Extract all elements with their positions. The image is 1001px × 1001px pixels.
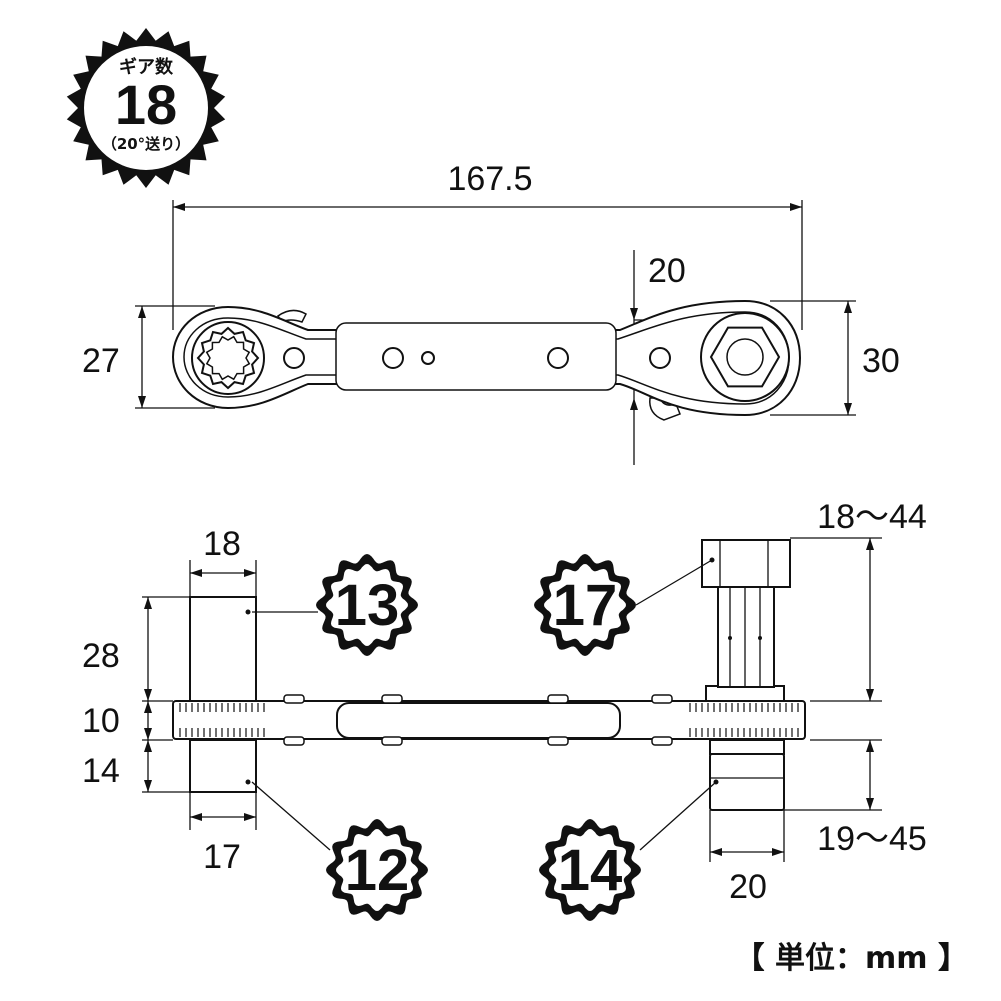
left-socket-lower-marker	[245, 779, 251, 785]
left-height-arrows	[138, 306, 146, 408]
badge-value: 18	[115, 73, 177, 136]
socket-badge-12: 12	[326, 819, 428, 921]
side-center-bar	[336, 702, 621, 739]
gear-teeth	[179, 703, 799, 737]
length-label: 167.5	[447, 160, 532, 198]
socket-14-label: 14	[558, 838, 623, 903]
left-socket-height-top-label: 28	[82, 637, 120, 675]
badge-bottom-label: （20°送り）	[102, 135, 190, 153]
top-view: 167.5 20 27 30	[82, 160, 900, 465]
leader-17	[635, 559, 713, 606]
rivet-head-top-2	[381, 694, 403, 704]
side-view: 18 28 10 14 17 18～44 19～45 20	[82, 498, 927, 906]
right-socket-lower	[709, 753, 785, 811]
socket-13-label: 13	[335, 573, 400, 638]
gear-count-badge: ギア数 18 （20°送り）	[66, 28, 226, 188]
socket-badge-inner	[544, 564, 626, 646]
right-hex-bore	[726, 338, 764, 376]
rivet-center-right	[547, 347, 569, 369]
left-socket-upper-marker	[245, 609, 251, 615]
rivet-center-left	[382, 347, 404, 369]
left-height-stack-arrows	[144, 597, 152, 792]
socket-12-label: 12	[345, 838, 410, 903]
left-socket-upper	[189, 596, 257, 702]
rivet-head-bottom-4	[651, 736, 673, 746]
bolt-shaft	[717, 584, 775, 688]
badge-top-label: ギア数	[119, 56, 174, 78]
left-head-height-label: 27	[82, 342, 120, 380]
rivet-head-bottom-2	[381, 736, 403, 746]
right-lower-collar	[709, 739, 785, 755]
left-socket-lower	[189, 739, 257, 793]
left-socket-height-bottom-label: 14	[82, 752, 120, 790]
left-12-point-inner	[205, 335, 251, 381]
socket-badge-inner	[326, 564, 408, 646]
rivet-head-bottom-3	[547, 736, 569, 746]
bolt-dot-1	[728, 636, 732, 640]
pin-hole	[421, 351, 435, 365]
rivet-right	[649, 347, 671, 369]
right-head-offset-label: 20	[648, 252, 686, 290]
socket-badge-14: 14	[539, 819, 641, 921]
center-shaft-plate	[335, 322, 617, 391]
left-socket-width-bottom-label: 17	[203, 838, 241, 876]
socket-17-label: 17	[553, 573, 618, 638]
rivet-head-top-1	[283, 694, 305, 704]
right-socket-width-bottom-label: 20	[729, 868, 767, 906]
bolt-range-top-label: 18～44	[817, 498, 927, 536]
rivet-head-top-3	[547, 694, 569, 704]
left-socket-width-top-label: 18	[203, 525, 241, 563]
rivet-head-top-4	[651, 694, 673, 704]
socket-badge-inner	[336, 829, 418, 911]
badge-inner-circle	[84, 46, 208, 170]
socket-badge-13: 13	[316, 554, 418, 656]
right-upper-collar	[705, 685, 785, 702]
socket-badge-17: 17	[534, 554, 636, 656]
rivet-left	[283, 347, 305, 369]
rivet-head-bottom-1	[283, 736, 305, 746]
right-height-arrows	[844, 301, 852, 415]
bolt-dot-2	[758, 636, 762, 640]
leader-14	[639, 781, 717, 851]
leader-12	[251, 781, 331, 851]
nut-body	[701, 539, 791, 588]
right-head-height-label: 30	[862, 342, 900, 380]
bolt-range-bottom-label: 19～45	[817, 820, 927, 858]
socket-badge-inner	[549, 829, 631, 911]
body-thickness-label: 10	[82, 702, 120, 740]
unit-label: 【 単位：mm 】	[735, 941, 968, 976]
